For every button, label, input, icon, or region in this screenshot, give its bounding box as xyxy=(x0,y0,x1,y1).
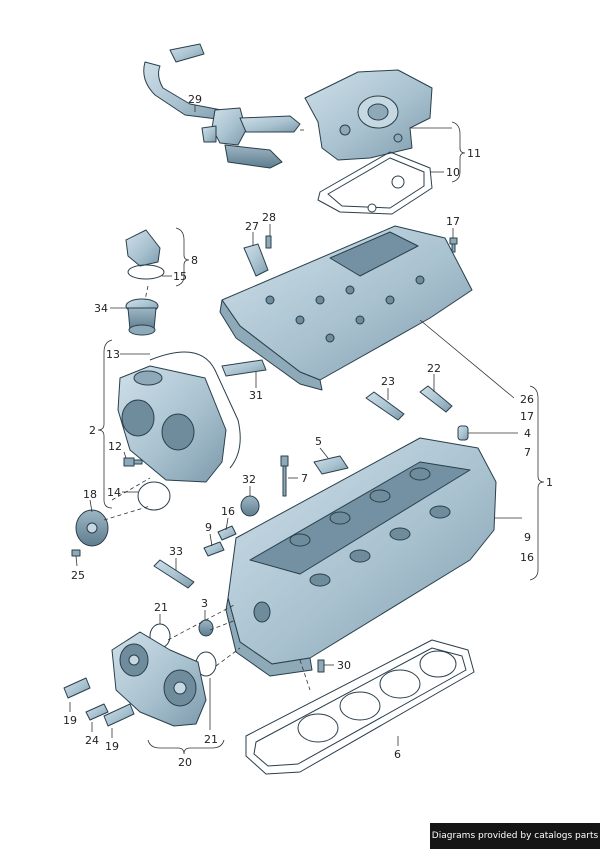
callout-24: 24 xyxy=(85,734,99,747)
callout-20: 20 xyxy=(178,756,192,769)
callout-3: 3 xyxy=(201,597,208,610)
callout-22: 22 xyxy=(427,362,441,375)
callout-19-bottom: 19 xyxy=(105,740,119,753)
callout-29: 29 xyxy=(188,93,202,106)
callout-10: 10 xyxy=(446,166,460,179)
cylinder-head-part xyxy=(225,437,497,677)
callout-31: 31 xyxy=(249,389,263,402)
plug-32-part xyxy=(240,495,260,517)
filler-neck-part xyxy=(125,298,159,336)
oil-separator-module-part xyxy=(304,69,433,161)
callout-19-top: 19 xyxy=(63,714,77,727)
stud-9-part xyxy=(203,541,225,557)
callout-12: 12 xyxy=(108,440,122,453)
gasket-bores xyxy=(297,650,457,743)
bolt-25-part xyxy=(71,549,81,557)
bolt-17-top xyxy=(449,237,458,253)
head-cam-journals xyxy=(289,467,451,587)
callout-21-bottom: 21 xyxy=(204,733,218,746)
credit-text: Diagrams provided by catalogs parts xyxy=(431,831,599,841)
callout-5: 5 xyxy=(315,435,322,448)
credit-banner: Diagrams provided by catalogs parts xyxy=(430,823,600,849)
stud-16-part xyxy=(217,525,237,541)
rail-22-part xyxy=(419,385,453,413)
callout-26: 26 xyxy=(520,393,534,406)
callout-18: 18 xyxy=(83,488,97,501)
module-gasket-part xyxy=(317,151,433,215)
callout-13: 13 xyxy=(106,348,120,361)
callout-2: 2 xyxy=(89,424,96,437)
bolt-24-part xyxy=(85,703,109,721)
seal-14-part xyxy=(137,481,171,511)
timing-cover-part xyxy=(117,365,227,483)
rail-23-part xyxy=(365,391,405,421)
cover-bolt-holes xyxy=(265,275,425,343)
oil-filler-cap-part xyxy=(125,229,165,280)
callout-30: 30 xyxy=(337,659,351,672)
bolt-19-top-part xyxy=(63,677,91,699)
callout-7: 7 xyxy=(524,446,531,459)
bolt-7-part xyxy=(280,455,289,497)
cover-20-part xyxy=(111,631,207,727)
bolt-19-bottom-part xyxy=(103,703,135,727)
head-gasket-part xyxy=(245,639,475,775)
bracket-5-part xyxy=(313,455,349,475)
callout-9-stud: 9 xyxy=(205,521,212,534)
callout-27: 27 xyxy=(245,220,259,233)
rail-33-part xyxy=(153,559,195,589)
dashed-assembly-lines xyxy=(103,129,311,691)
callout-6: 6 xyxy=(394,748,401,761)
callout-11: 11 xyxy=(467,147,481,160)
timing-cover-gasket-part xyxy=(149,351,241,469)
callout-4: 4 xyxy=(524,427,531,440)
callout-33: 33 xyxy=(169,545,183,558)
callout-23: 23 xyxy=(381,375,395,388)
leader-lines xyxy=(69,105,545,755)
callout-7-bolt: 7 xyxy=(301,472,308,485)
cylinder-head-cover-part xyxy=(219,225,473,391)
callout-16-stud: 16 xyxy=(221,505,235,518)
callout-1: 1 xyxy=(546,476,553,489)
callout-21-top: 21 xyxy=(154,601,168,614)
sprocket-18-part xyxy=(75,509,109,547)
callout-labels: 29 11 10 8 15 28 27 17 34 13 31 2 12 14 … xyxy=(63,93,553,769)
callout-14: 14 xyxy=(107,486,121,499)
sensor-part xyxy=(243,235,272,277)
callout-16: 16 xyxy=(520,551,534,564)
callout-9: 9 xyxy=(524,531,531,544)
callout-25: 25 xyxy=(71,569,85,582)
rail-31-part xyxy=(221,359,267,377)
bolt-30-part xyxy=(317,659,325,673)
callout-17-top: 17 xyxy=(446,215,460,228)
callout-17: 17 xyxy=(520,410,534,423)
breather-hose-part xyxy=(143,43,301,169)
callout-15: 15 xyxy=(173,270,187,283)
pin-4-part xyxy=(457,425,469,441)
bolt-12-part xyxy=(123,457,143,467)
callout-28: 28 xyxy=(262,211,276,224)
callout-8: 8 xyxy=(191,254,198,267)
callout-32: 32 xyxy=(242,473,256,486)
callout-34: 34 xyxy=(94,302,108,315)
